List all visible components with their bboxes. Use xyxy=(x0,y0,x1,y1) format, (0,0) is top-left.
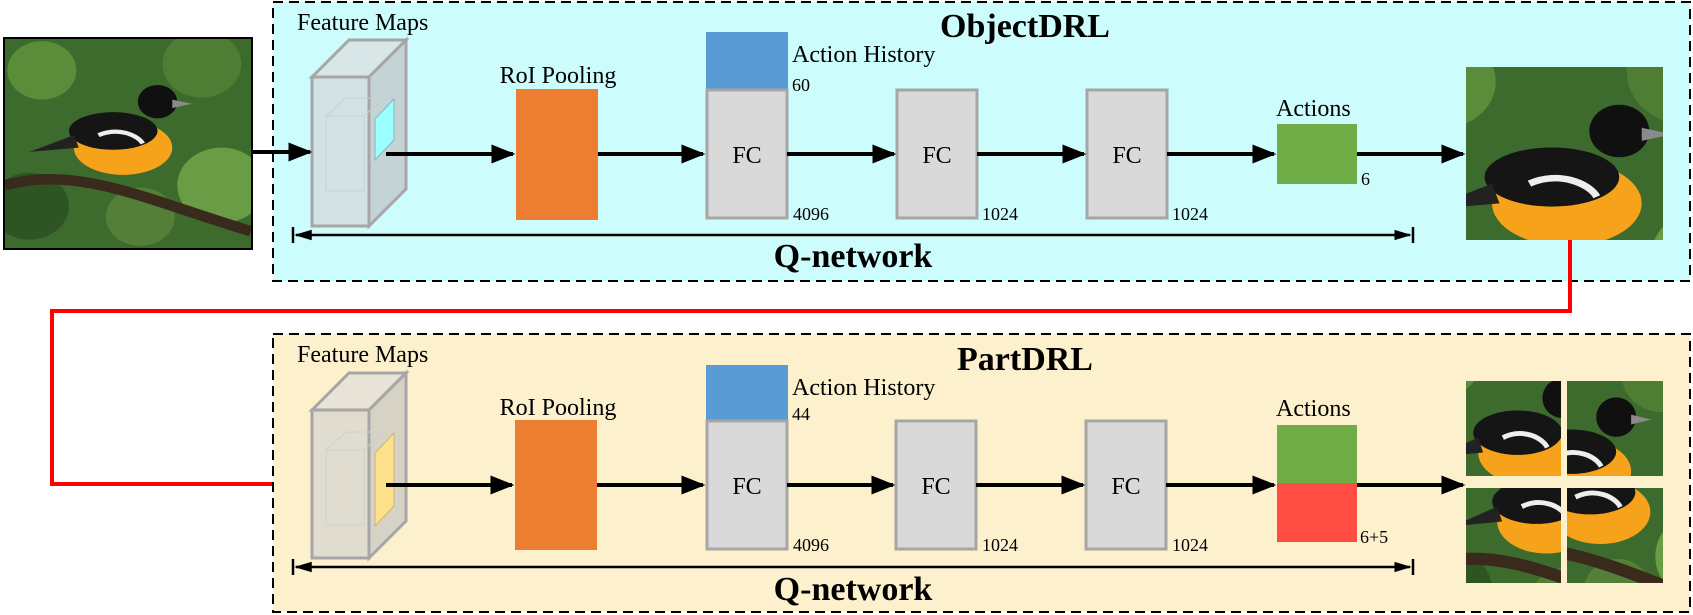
bottom-feature-map-cube xyxy=(308,369,410,562)
bottom-action-history-dim: 44 xyxy=(792,404,810,424)
top-roi-block xyxy=(516,89,598,220)
bottom-fc3-label: FC xyxy=(1111,474,1140,500)
top-action-history-dim: 60 xyxy=(792,75,810,95)
top-fc1-label: FC xyxy=(732,143,761,169)
top-action-history-label: Action History xyxy=(792,42,935,68)
top-actions-label: Actions xyxy=(1276,96,1351,122)
top-actions-dim: 6 xyxy=(1361,169,1370,189)
top-fc2-label: FC xyxy=(922,143,951,169)
object-to-part-connector xyxy=(50,240,1572,494)
top-arrows xyxy=(253,142,1466,164)
top-actions-block xyxy=(1277,124,1357,184)
bottom-feature-slice xyxy=(374,431,395,528)
bottom-fc2-dim: 1024 xyxy=(982,535,1018,555)
top-fc2-dim: 1024 xyxy=(982,204,1018,224)
bottom-actions-dim: 6+5 xyxy=(1360,527,1388,547)
bottom-fc2-block xyxy=(894,419,978,551)
bottom-fc1-block xyxy=(705,419,789,551)
bottom-qnetwork-span xyxy=(291,559,1415,575)
top-feature-slice xyxy=(374,97,395,162)
bottom-fc1-dim: 4096 xyxy=(793,535,829,555)
bottom-action-history-label: Action History xyxy=(792,375,935,401)
top-feature-map-cube xyxy=(308,36,410,230)
top-fc3-block xyxy=(1085,88,1169,220)
top-qnetwork-label: Q-network xyxy=(774,238,933,275)
bottom-roi-block xyxy=(515,420,597,550)
bottom-fc3-block xyxy=(1084,419,1168,551)
partdrl-panel: PartDRL Feature Maps RoI Pooling Action … xyxy=(272,333,1691,613)
partdrl-title: PartDRL xyxy=(957,341,1093,378)
bottom-qnetwork-label: Q-network xyxy=(774,571,933,608)
bottom-fc1-label: FC xyxy=(732,474,761,500)
top-action-history-block xyxy=(706,32,788,90)
objectdrl-title: ObjectDRL xyxy=(940,8,1110,45)
top-feature-maps-label: Feature Maps xyxy=(297,10,428,36)
bottom-actions-part-block xyxy=(1277,483,1357,542)
bottom-roi-label: RoI Pooling xyxy=(500,395,617,421)
bottom-feature-maps-label: Feature Maps xyxy=(297,342,428,368)
top-fc1-dim: 4096 xyxy=(793,204,829,224)
input-image xyxy=(3,37,253,250)
objectdrl-panel: ObjectDRL Feature Maps RoI Pooling Actio… xyxy=(253,1,1691,282)
bottom-fc3-dim: 1024 xyxy=(1172,535,1208,555)
top-qnetwork-span xyxy=(291,227,1415,243)
top-fc3-dim: 1024 xyxy=(1172,204,1208,224)
bottom-action-history-block xyxy=(706,365,788,421)
top-fc3-label: FC xyxy=(1112,143,1141,169)
top-roi-label: RoI Pooling xyxy=(500,63,617,89)
bottom-actions-object-block xyxy=(1277,425,1357,483)
top-fc1-block xyxy=(705,88,789,220)
bottom-fc2-label: FC xyxy=(921,474,950,500)
bottom-actions-label: Actions xyxy=(1276,396,1351,422)
